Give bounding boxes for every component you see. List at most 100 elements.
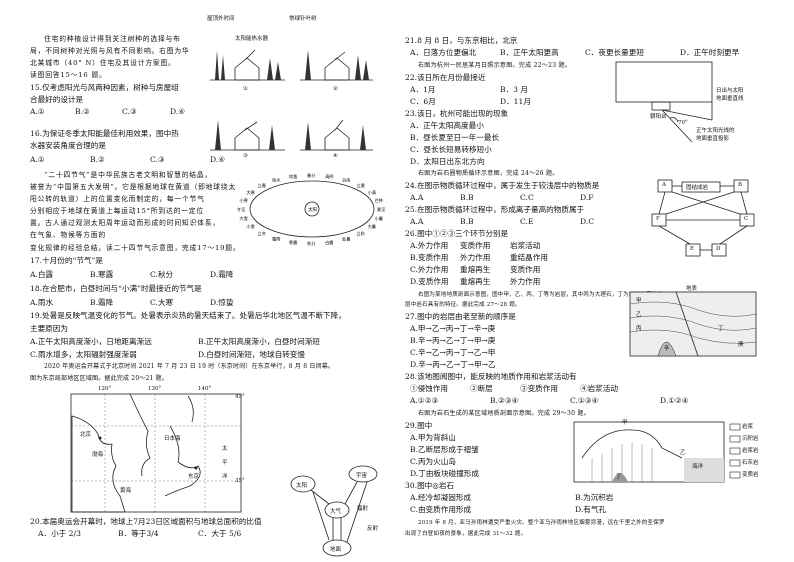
- q20-option[interactable]: B．等于3/4: [118, 529, 159, 538]
- q18-option[interactable]: A.雨水: [30, 298, 54, 307]
- q24-option[interactable]: B.B: [460, 193, 474, 202]
- q25-option[interactable]: A.A: [410, 217, 424, 226]
- q29-option[interactable]: A.甲为背斜山: [410, 433, 456, 442]
- q22-option[interactable]: D．11月: [500, 97, 531, 106]
- q17-option[interactable]: B.寒露: [90, 270, 114, 279]
- q16-option[interactable]: A.①: [30, 155, 45, 164]
- q29-option[interactable]: D.丁由板块碰撞形成: [410, 469, 479, 478]
- q21-option[interactable]: A．日落方位更偏北: [410, 48, 477, 57]
- q16-option[interactable]: C.③: [150, 155, 165, 164]
- q28-option[interactable]: C.①③④: [570, 396, 599, 405]
- strata-label: 丁: [718, 326, 724, 332]
- q23-option[interactable]: A．正午太阳高度最小: [410, 121, 484, 130]
- q21-option[interactable]: B．正午太阳更高: [500, 48, 559, 57]
- q15-option[interactable]: A.①: [30, 107, 45, 116]
- house-sunlight-svg: [615, 61, 713, 143]
- q22-option[interactable]: C．6月: [410, 97, 436, 106]
- solar-term-label: 立冬: [258, 230, 266, 237]
- rock-box-label: E: [690, 246, 695, 252]
- solar-term-orbit: 太阳 春分清明谷雨立夏小满芒种夏至小暑大暑立秋处暑白露秋分寒露霜降立冬小雪大雪冬…: [230, 168, 395, 250]
- q22-option[interactable]: A．1月: [410, 85, 436, 94]
- q26-option[interactable]: A.外力作用: [410, 241, 449, 250]
- q30-option[interactable]: A.经冷却凝固形成: [410, 493, 472, 502]
- q26-option-part: 重熔再生: [460, 265, 491, 274]
- q29-option[interactable]: C.丙为火山岛: [410, 457, 456, 466]
- q19-option[interactable]: D.白昼时间渐短，地球自转变慢: [198, 350, 305, 359]
- q17-option[interactable]: D.霜降: [210, 270, 234, 279]
- question-16-cont: 水器安装角度合理的是: [30, 141, 106, 150]
- q28-option[interactable]: A.①②③: [410, 396, 439, 405]
- solar-term-text: 在气象、物候等方面的: [30, 231, 106, 239]
- q22-option[interactable]: B．3 月: [500, 85, 529, 94]
- q24-option[interactable]: D.F: [580, 193, 594, 202]
- intro-text: 局，不同树种对光照与风有不同影响。右图为华: [30, 47, 190, 55]
- q21-option[interactable]: C．夜更长量更短: [585, 48, 644, 57]
- solar-term-label: 谷雨: [342, 177, 350, 184]
- rock-cycle-text: 右图为岩石圈物质循环示意图，完成 24～26 题。: [418, 170, 559, 177]
- geology-svg: [573, 421, 741, 483]
- q19-option[interactable]: B.正午太阳高度渐小，白昼时间渐短: [198, 337, 320, 346]
- q17-option[interactable]: A.白露: [30, 270, 54, 279]
- q15-option[interactable]: C.③: [122, 107, 137, 116]
- q25-option[interactable]: D.C: [580, 217, 595, 226]
- geology-label: 海洋: [692, 464, 704, 470]
- question-19: 19.处暑是反映气温变化的节气。处暑表示炎热的暑天结束了。处暑后华北地区气温不断…: [30, 311, 346, 320]
- q23-option[interactable]: D．太阳日出东北方向: [410, 157, 485, 166]
- q27-option[interactable]: A.甲→乙→丙→丁→辛→庚: [410, 324, 496, 333]
- question-28: 28.该地图阅图中，能反映的地质作用和岩浆活动有: [405, 372, 577, 381]
- q18-option[interactable]: C.大寒: [150, 298, 174, 307]
- amazon-text: 2019 年 8 月，亚马孙雨林遭受严重火灾。整个亚马孙雨林地区烟雾弥漫，远在千…: [418, 520, 665, 526]
- q28-option[interactable]: D.①②④: [660, 396, 689, 405]
- q18-option[interactable]: B.霜降: [90, 298, 114, 307]
- q27-option[interactable]: B.辛→丙→乙→丁→甲→庚: [410, 336, 496, 345]
- east-asia-map: 120° 130° 140° 45° 35° 北京 渤海 日本海 黄海 东京 太…: [70, 386, 245, 514]
- solar-term-label: 冬至: [237, 206, 245, 213]
- q23-option[interactable]: B．昼长夏至日一年一最长: [410, 133, 500, 142]
- house-label: 地面垂直线: [716, 96, 744, 102]
- q25-option[interactable]: C.E: [520, 217, 534, 226]
- q30-option[interactable]: C.由变质作用形成: [410, 505, 472, 514]
- q30-option[interactable]: B.为沉积岩: [575, 493, 614, 502]
- solar-term-label: 寒露: [289, 239, 298, 246]
- q30-option[interactable]: D.有气孔: [575, 505, 607, 514]
- q26-option[interactable]: D.变质作用: [410, 277, 449, 286]
- olympics-text: 2020 年奥运会开幕式于北京时间 2021 年 7 月 23 日 19 时（东…: [44, 363, 335, 370]
- q26-option[interactable]: B.变质作用: [410, 253, 449, 262]
- intro-text: 住宅的种植设计得到关注树种的选择与布: [44, 35, 181, 43]
- q27-option[interactable]: D.辛→丙→乙→丁→甲→乙: [410, 360, 496, 369]
- question-18: 18.在合肥市，白昼时间与“小满”时最接近的节气是: [30, 284, 202, 293]
- q27-option[interactable]: C.辛→乙→丙→丁→乙→甲: [410, 348, 496, 357]
- q24-option[interactable]: C.C: [520, 193, 534, 202]
- q21-option[interactable]: D．正午时刻更早: [680, 48, 740, 57]
- geology-label: 丁: [616, 474, 622, 480]
- figure-number: ③: [243, 153, 248, 159]
- q28-option[interactable]: B.②③④: [490, 396, 519, 405]
- q17-option[interactable]: C.秋分: [150, 270, 174, 279]
- q26-option[interactable]: C.外力作用: [410, 265, 449, 274]
- rock-box-label: F: [656, 216, 660, 222]
- q16-option[interactable]: B.②: [90, 155, 105, 164]
- q29-option[interactable]: B.乙断层形成于褶皱: [410, 445, 479, 454]
- house-label: 正午太阳光线的: [696, 128, 735, 134]
- structure-text: 右图为岩石生成的某区域地质剖面示意图。完成 29～30 题。: [418, 410, 591, 417]
- q23-option[interactable]: C．昼长长短易转移短小: [410, 145, 492, 154]
- strata-label: 乙: [636, 312, 642, 318]
- q28-item: ③变质作用: [520, 384, 558, 393]
- q18-option[interactable]: D.惊蛰: [210, 298, 234, 307]
- q25-option[interactable]: B.B: [460, 217, 474, 226]
- q20-option[interactable]: A．小于 2/3: [38, 529, 81, 538]
- rock-box-label: A: [662, 182, 666, 188]
- q15-option[interactable]: B.②: [75, 107, 90, 116]
- q15-option[interactable]: D.④: [170, 107, 186, 116]
- strata-label: 丙: [636, 326, 642, 332]
- q20-option[interactable]: C．大于 5/6: [198, 529, 242, 538]
- geology-label: 乙: [680, 450, 686, 456]
- q19-option[interactable]: A.正午太阳高度渐小，日地距离渐远: [30, 337, 152, 346]
- q24-option[interactable]: A.A: [410, 193, 424, 202]
- house-label: 日出与太阳: [716, 88, 744, 94]
- solar-term-label: 霜降: [272, 235, 281, 242]
- map-place: 平: [222, 460, 228, 466]
- q19-option[interactable]: C.雨水增多，太阳辐射强度渐弱: [30, 350, 137, 359]
- q16-option[interactable]: D.④: [210, 155, 226, 164]
- question-15-cont: 合最好的设计是: [30, 95, 84, 104]
